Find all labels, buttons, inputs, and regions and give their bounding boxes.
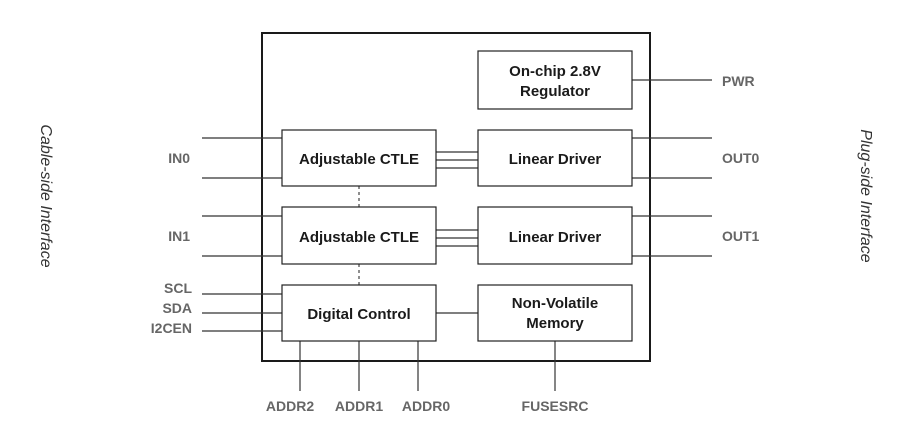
ctle0-label: Adjustable CTLE xyxy=(299,151,419,168)
pin-out0: OUT0 xyxy=(722,150,760,166)
cable-side-label: Cable-side Interface xyxy=(37,124,54,267)
pin-fusesrc: FUSESRC xyxy=(522,398,589,414)
pin-pwr: PWR xyxy=(722,73,755,89)
memory-block: Non-Volatile Memory xyxy=(477,284,633,342)
pin-i2cen: I2CEN xyxy=(151,320,192,336)
pin-addr1: ADDR1 xyxy=(335,398,383,414)
memory-label-2: Memory xyxy=(526,315,584,332)
pin-addr0: ADDR0 xyxy=(402,398,450,414)
pin-scl: SCL xyxy=(164,280,192,296)
driver1-label: Linear Driver xyxy=(509,229,602,246)
memory-label-1: Non-Volatile xyxy=(512,295,598,312)
regulator-block: On-chip 2.8V Regulator xyxy=(477,50,633,110)
digital-control-label: Digital Control xyxy=(307,306,410,323)
driver0-block: Linear Driver xyxy=(477,129,633,187)
ctle0-block: Adjustable CTLE xyxy=(281,129,437,187)
pin-addr2: ADDR2 xyxy=(266,398,314,414)
plug-side-label: Plug-side Interface xyxy=(857,129,874,263)
digital-control-block: Digital Control xyxy=(281,284,437,342)
ctle1-block: Adjustable CTLE xyxy=(281,206,437,265)
pin-in1: IN1 xyxy=(168,228,190,244)
driver1-block: Linear Driver xyxy=(477,206,633,265)
regulator-label-2: Regulator xyxy=(520,83,590,100)
pin-in0: IN0 xyxy=(168,150,190,166)
pin-out1: OUT1 xyxy=(722,228,760,244)
driver0-label: Linear Driver xyxy=(509,151,602,168)
ctle1-label: Adjustable CTLE xyxy=(299,229,419,246)
pin-sda: SDA xyxy=(162,300,192,316)
regulator-label-1: On-chip 2.8V xyxy=(509,63,601,80)
